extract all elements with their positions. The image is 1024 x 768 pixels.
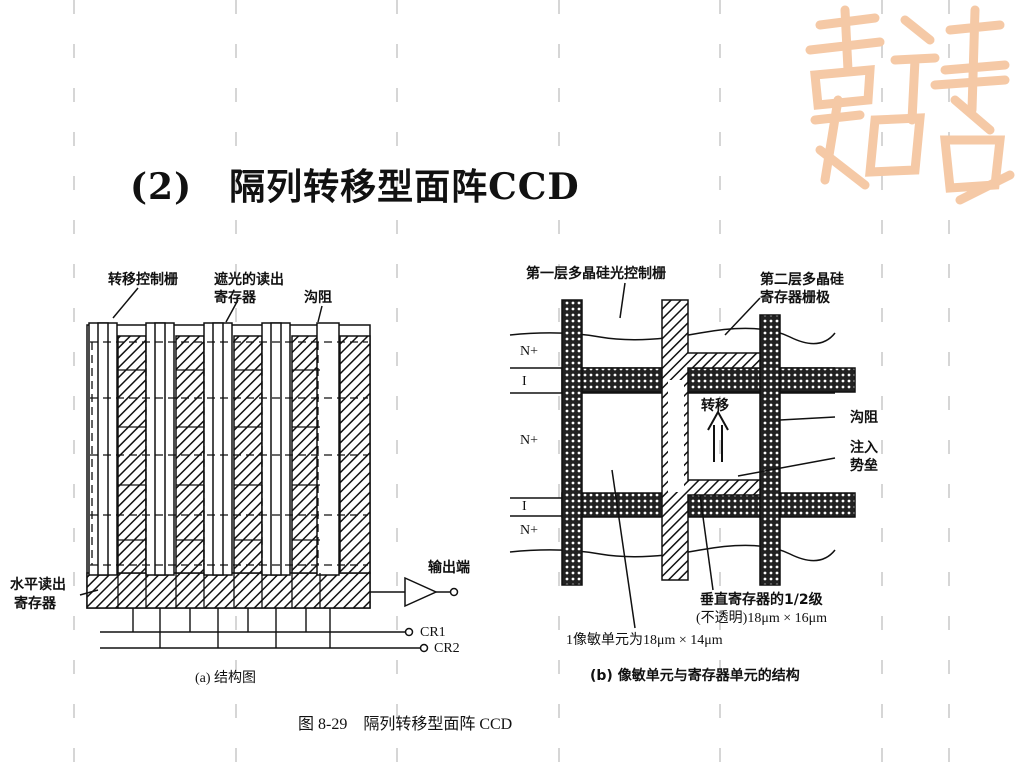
label-transfer: 转移 (701, 398, 729, 414)
pixel-structure-diagram (509, 282, 856, 629)
label-barrier: 注入 (850, 440, 878, 456)
pixel-columns (88, 322, 371, 576)
label-poly2: 第二层多晶硅 (760, 272, 844, 288)
label-channel-stop-b: 沟阻 (850, 410, 878, 426)
figure-caption: 图 8-29 隔列转移型面阵 CCD (298, 716, 513, 733)
label-horizontal-register: 水平读出 (10, 577, 66, 593)
structure-diagram (79, 287, 459, 653)
label-n-plus-2: N+ (520, 433, 539, 448)
label-horizontal-register-2: 寄存器 (14, 596, 56, 612)
label-shielded-register-2: 寄存器 (214, 290, 256, 306)
label-transfer-gate: 转移控制栅 (108, 272, 178, 288)
label-channel-stop-a: 沟阻 (304, 290, 332, 306)
label-n-plus-1: N+ (520, 344, 539, 359)
label-i-2: I (522, 499, 527, 514)
label-i-1: I (522, 374, 527, 389)
label-cr1: CR1 (420, 625, 446, 640)
label-output: 输出端 (428, 560, 470, 576)
label-vertical-register-2: (不透明)18μm × 16μm (696, 611, 828, 626)
caption-b: (b) 像敏单元与寄存器单元的结构 (590, 668, 800, 684)
slide-title: (2) 隔列转移型面阵CCD (130, 166, 580, 208)
caption-a: (a) 结构图 (195, 671, 257, 686)
label-poly2-2: 寄存器栅极 (760, 290, 830, 306)
label-vertical-register: 垂直寄存器的1/2级 (700, 592, 823, 608)
label-shielded-register: 遮光的读出 (214, 272, 284, 288)
label-barrier-2: 势垒 (850, 458, 878, 474)
label-poly1: 第一层多晶硅光控制栅 (526, 266, 666, 282)
label-n-plus-3: N+ (520, 523, 539, 538)
label-cr2: CR2 (434, 641, 460, 656)
label-pixel-size: 1像敏单元为18μm × 14μm (566, 633, 723, 648)
